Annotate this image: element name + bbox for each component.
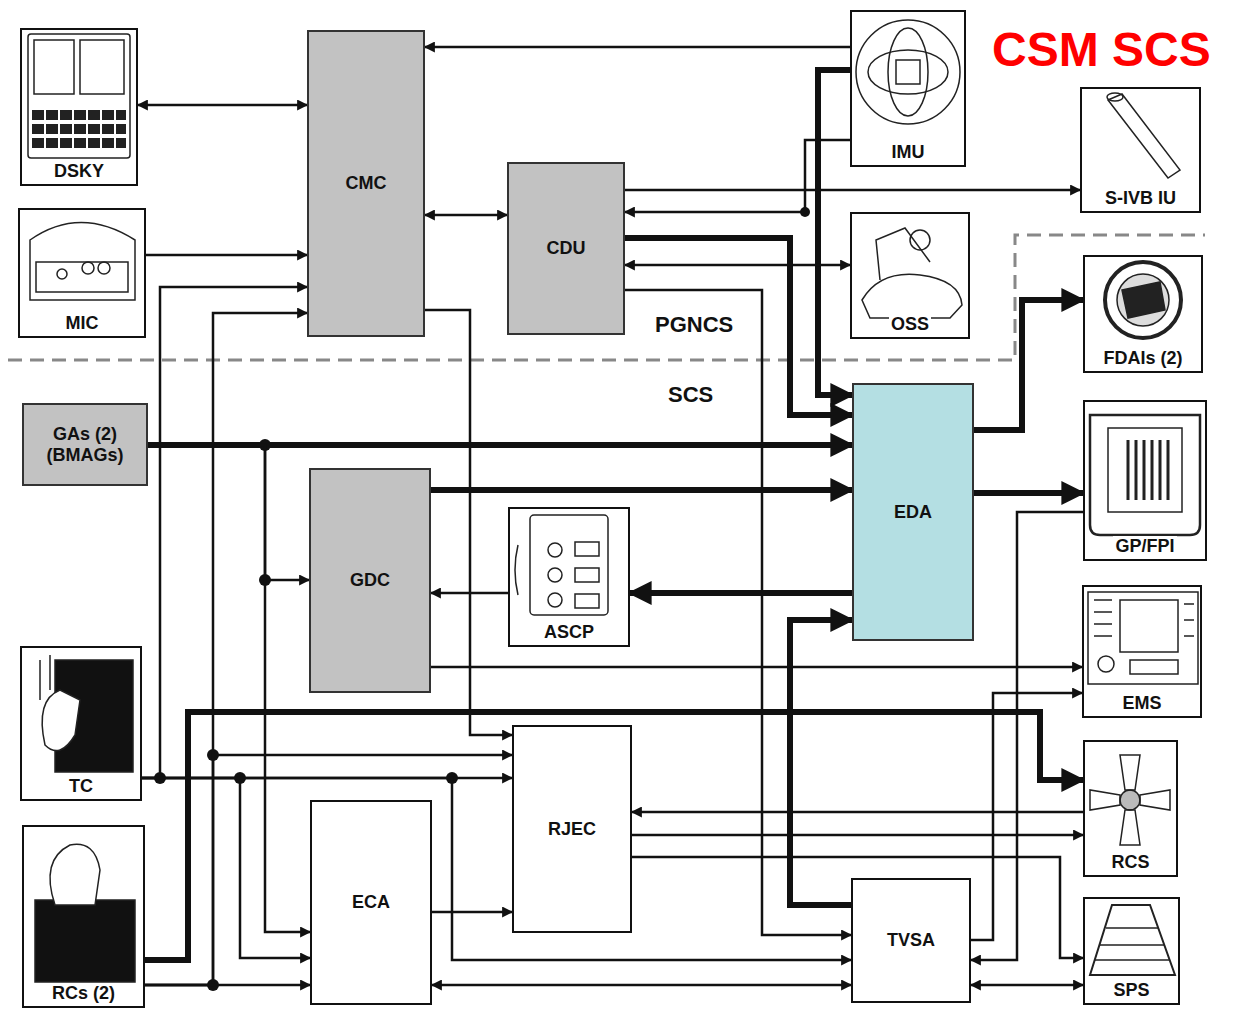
signal-line [625,290,851,935]
instrument-unit: S-IVB IU [1080,87,1201,213]
control-assembly-box: ECA [310,800,432,1005]
oss-illustration [862,228,962,318]
coupling-unit-box: CDU [507,162,625,335]
node-label: IMU [890,142,927,163]
data-bus [790,620,852,905]
data-bus [974,490,1083,496]
node-label: CDU [545,238,588,259]
signal-line [145,984,310,987]
node-label: GP/FPI [1113,536,1176,557]
signal-line [138,104,307,107]
control-panel: ASCP [508,507,630,647]
tc-illustration [40,655,133,772]
thruster-quad: RCS [1083,740,1178,877]
ascp-illustration [515,515,608,615]
rc-illustration [35,844,135,982]
gyro-assembly-box: GAs (2) (BMAGs) [22,403,148,486]
signal-line [142,778,851,960]
node-label: ASCP [542,622,596,643]
dsky-illustration [28,34,130,158]
diagram-title: CSM SCS [992,22,1211,77]
node-label: TC [67,776,95,797]
node-label: RJEC [546,819,598,840]
imu-illustration [856,20,960,124]
signal-line [625,140,850,212]
signal-line [146,254,307,257]
optics-unit: OSS [850,212,970,339]
s-ivb-iu-illustration [1107,93,1180,178]
signal-line [432,984,851,987]
attitude-computer-box: GDC [309,468,431,693]
node-label: ECA [350,892,392,913]
node-label: SPS [1111,980,1151,1001]
attitude-indicator: FDAIs (2) [1083,255,1203,373]
signal-line [432,911,512,914]
signal-line [971,984,1083,987]
signal-line [431,592,508,595]
control-panel: MIC [18,208,146,338]
hand-controller: RCs (2) [22,825,145,1008]
jet-controller-box: RJEC [512,725,632,933]
hand-controller: TC [20,646,142,801]
signal-line [431,666,1082,669]
region-label: SCS [668,382,713,408]
data-bus [630,590,852,596]
node-label: S-IVB IU [1103,188,1178,209]
signal-line [148,445,310,932]
computer-box: CMC [307,30,425,337]
node-label: EMS [1120,693,1163,714]
imu-unit: IMU [850,10,966,167]
region-label: PGNCS [655,312,733,338]
data-bus [974,300,1083,430]
signal-line [625,189,1080,192]
gpi-illustration [1090,415,1200,535]
display-keyboard: DSKY [20,28,138,186]
data-bus [818,70,852,395]
node-label: GAs (2) (BMAGs) [24,424,146,465]
fdai-illustration [1105,262,1181,338]
node-label: GDC [348,570,392,591]
gimbal-indicator: GP/FPI [1083,400,1207,561]
node-label: RCS [1109,852,1151,873]
node-label: TVSA [885,930,937,951]
node-label: CMC [344,173,389,194]
node-label: EDA [892,502,934,523]
signal-line [632,834,1083,837]
mic-illustration [30,223,135,301]
signal-line [145,313,307,985]
signal-line [632,811,1083,814]
signal-line [148,445,309,580]
node-label: MIC [64,313,101,334]
rcs-quad-illustration [1090,755,1170,845]
node-label: RCs (2) [50,983,117,1004]
ems-illustration [1088,592,1198,684]
signal-line [425,310,512,735]
electronics-box: EDA [852,383,974,641]
signal-line [971,512,1083,960]
signal-line [142,778,310,958]
node-label: OSS [889,314,931,335]
signal-line [425,46,850,49]
engine-nozzle: SPS [1083,897,1180,1005]
signal-line [625,264,850,267]
entry-monitor: EMS [1082,585,1202,718]
sps-illustration [1090,905,1175,975]
junction-dots [154,207,810,991]
signal-line [142,287,307,778]
node-label: DSKY [52,161,106,182]
signal-line [425,214,507,217]
signal-line [971,693,1082,940]
node-label: FDAIs (2) [1101,348,1184,369]
data-bus [625,238,852,415]
servo-amplifier-box: TVSA [851,878,971,1003]
data-bus [431,487,852,493]
